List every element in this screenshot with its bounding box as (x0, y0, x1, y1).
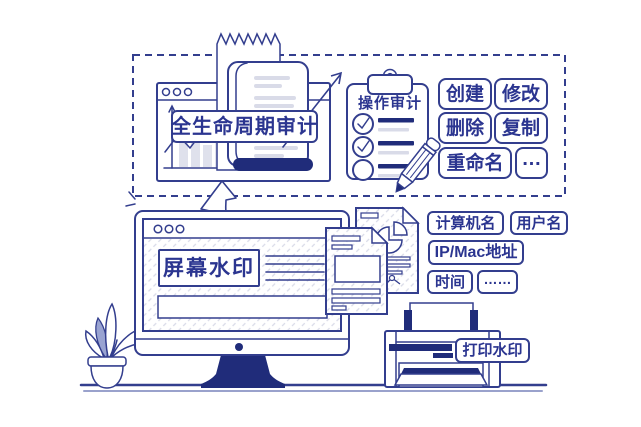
monitor-power-dot (235, 343, 243, 351)
info-tag-ip-mac: IP/Mac地址 (428, 240, 524, 265)
lifecycle-audit-label: 全生命周期审计 (171, 110, 318, 143)
scroll-base-bar (233, 158, 313, 171)
report-document-front (325, 226, 389, 315)
action-tag-more: … (515, 147, 548, 179)
audit-dashed-panel (132, 54, 566, 197)
potted-plant (84, 302, 138, 389)
sparkle-marks (125, 191, 136, 207)
watermark-text-lines (265, 255, 325, 281)
print-watermark-label: 打印水印 (455, 338, 530, 363)
monitor-stand (201, 355, 285, 388)
action-tag-create: 创建 (438, 78, 492, 110)
action-tag-rename: 重命名 (438, 147, 512, 179)
action-tag-modify: 修改 (494, 78, 548, 110)
monitor (134, 210, 350, 388)
printer-output-tray (393, 362, 489, 388)
screen-watermark-label: 屏幕水印 (158, 249, 260, 287)
info-tag-user-name: 用户名 (510, 211, 568, 235)
printer-paper (409, 302, 474, 334)
info-tag-more: …… (477, 270, 518, 294)
operation-audit-title: 操作审计 (357, 94, 422, 112)
info-tag-time: 时间 (427, 270, 473, 294)
pencil-icon (395, 137, 441, 193)
action-tag-delete: 删除 (438, 112, 492, 144)
action-tag-copy: 复制 (494, 112, 548, 144)
info-tag-computer-name: 计算机名 (427, 211, 504, 235)
operation-audit-clipboard (346, 68, 429, 181)
screen-content-box (157, 295, 328, 319)
